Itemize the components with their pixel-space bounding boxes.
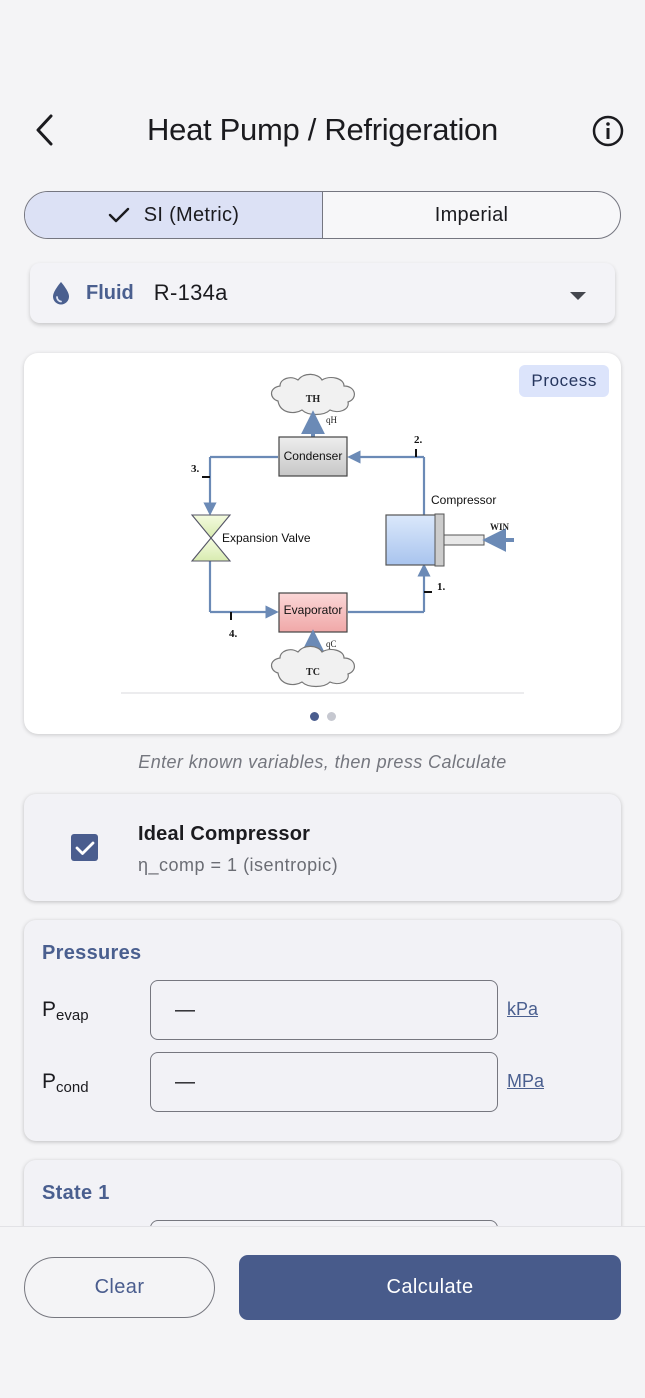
info-button[interactable] bbox=[591, 114, 625, 148]
units-option-si[interactable]: SI (Metric) bbox=[25, 192, 323, 238]
label-expansion-valve: Expansion Valve bbox=[222, 531, 311, 545]
info-icon bbox=[592, 115, 624, 147]
p-evap-unit[interactable]: kPa bbox=[507, 999, 539, 1019]
clear-button[interactable]: Clear bbox=[24, 1257, 215, 1318]
cycle-diagram-carousel[interactable]: TH qH Condenser 2. 3. 4. 1. Expansion Va… bbox=[24, 353, 621, 734]
cycle-pipes bbox=[203, 450, 431, 619]
fluid-value: R-134a bbox=[153, 280, 228, 305]
compressor-piston bbox=[434, 513, 445, 567]
pressures-title: Pressures bbox=[42, 942, 142, 964]
cold-reservoir-cloud: TC bbox=[270, 645, 355, 688]
app-header: Heat Pump / Refrigeration bbox=[0, 100, 645, 162]
fluid-selector[interactable]: Fluid R-134a bbox=[30, 263, 615, 323]
check-icon bbox=[75, 841, 94, 855]
hot-reservoir-cloud: TH bbox=[270, 373, 355, 416]
label-condenser: Condenser bbox=[284, 449, 343, 463]
p-evap-label: Pevap bbox=[42, 998, 89, 1024]
units-option-label: Imperial bbox=[434, 203, 509, 226]
expansion-valve-top bbox=[190, 514, 232, 539]
label-qc: qC bbox=[326, 639, 337, 649]
p-cond-field[interactable] bbox=[150, 1052, 498, 1112]
label-point-4: 4. bbox=[229, 628, 238, 640]
bottom-action-bar: Clear Calculate bbox=[0, 1226, 645, 1398]
fluid-label: Fluid bbox=[86, 281, 134, 304]
pressures-card: Pressures Pevap kPa Pcond MPa bbox=[24, 920, 621, 1141]
state-1-title: State 1 bbox=[42, 1182, 110, 1204]
ideal-compressor-checkbox[interactable] bbox=[71, 834, 98, 861]
label-compressor: Compressor bbox=[431, 493, 496, 507]
back-button[interactable] bbox=[26, 110, 62, 150]
p-cond-input[interactable] bbox=[151, 1053, 497, 1111]
p-evap-field[interactable] bbox=[150, 980, 498, 1040]
compressor-rod bbox=[443, 534, 485, 546]
expansion-valve-bottom bbox=[190, 537, 232, 562]
instruction-hint: Enter known variables, then press Calcul… bbox=[138, 752, 507, 772]
refrigeration-cycle-diagram: TH qH Condenser 2. 3. 4. 1. Expansion Va… bbox=[121, 373, 524, 694]
p-cond-label: Pcond bbox=[42, 1070, 89, 1096]
caret-down-icon bbox=[569, 288, 587, 306]
label-tc: TC bbox=[306, 667, 320, 678]
label-point-3: 3. bbox=[191, 463, 200, 475]
condenser-box bbox=[278, 436, 348, 477]
ideal-compressor-title: Ideal Compressor bbox=[138, 823, 311, 845]
p-cond-unit[interactable]: MPa bbox=[507, 1071, 545, 1091]
calculate-button[interactable]: Calculate bbox=[239, 1255, 621, 1320]
carousel-indicator bbox=[24, 712, 621, 721]
water-drop-icon bbox=[50, 280, 72, 306]
label-win: WIN bbox=[490, 522, 510, 532]
carousel-dot-1[interactable] bbox=[309, 712, 319, 721]
chevron-left-icon bbox=[36, 114, 53, 146]
carousel-dot-2[interactable] bbox=[326, 712, 336, 721]
label-evaporator: Evaporator bbox=[284, 603, 343, 617]
ideal-compressor-card[interactable]: Ideal Compressor η_comp = 1 (isentropic) bbox=[24, 794, 621, 901]
units-toggle: SI (Metric) Imperial bbox=[24, 191, 621, 239]
label-point-2: 2. bbox=[414, 434, 423, 446]
label-th: TH bbox=[306, 394, 321, 405]
page-title: Heat Pump / Refrigeration bbox=[147, 112, 498, 147]
process-badge: Process bbox=[519, 365, 609, 397]
units-option-label: SI (Metric) bbox=[143, 203, 240, 226]
label-point-1: 1. bbox=[437, 581, 446, 593]
ideal-compressor-subtitle: η_comp = 1 (isentropic) bbox=[138, 855, 339, 875]
check-icon bbox=[108, 206, 130, 224]
label-qh: qH bbox=[326, 415, 338, 425]
p-evap-input[interactable] bbox=[151, 981, 497, 1039]
units-option-imperial[interactable]: Imperial bbox=[323, 192, 620, 238]
compressor-body bbox=[385, 514, 437, 566]
